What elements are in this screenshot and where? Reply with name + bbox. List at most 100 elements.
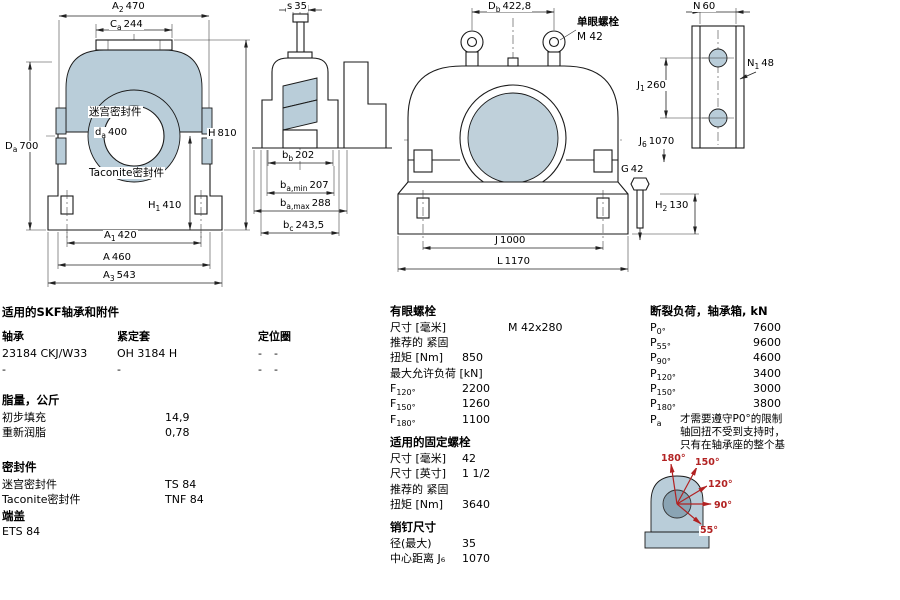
- taconite-seal-value: TNF 84: [165, 493, 204, 507]
- angle-label-150: 150°: [694, 457, 721, 468]
- dim-label-l: L 1170: [496, 256, 532, 267]
- dim-label-bc: bc 243,5: [282, 220, 326, 233]
- f150-label: F150°: [390, 397, 416, 413]
- torque-row: 扭矩 [Nm] 3640: [390, 497, 640, 512]
- bearings-table-row: 23184 CKJ/W33 OH 3184 H - -: [2, 346, 342, 362]
- p55-label: P55°: [650, 335, 671, 352]
- size-row: 尺寸 [毫米] M 42x280: [390, 320, 640, 335]
- f180-value: 1100: [462, 412, 490, 426]
- technical-drawings: [26, 5, 757, 287]
- p120-row: P120° 3400: [650, 366, 898, 382]
- load-arrow-150: [676, 466, 698, 505]
- p180-label: P180°: [650, 397, 676, 413]
- pa-footnote-line: 只有在轴承座的整个基: [680, 439, 785, 451]
- size-mm-value: M 42x280: [508, 320, 563, 334]
- bearings-section-title: 适用的SKF轴承和附件: [2, 305, 120, 319]
- attachment-bolt-head: [630, 177, 650, 191]
- grease-relube-value: 0,78: [165, 425, 190, 439]
- dim-label-bb: bb 202: [281, 150, 316, 163]
- angle-label-55: 55°: [699, 525, 719, 536]
- recommended-row: 推荐的 紧固: [390, 482, 640, 497]
- f180-label: F180°: [390, 412, 416, 429]
- dim-label-Da: Da 700: [4, 141, 40, 154]
- ring-value: -: [274, 362, 278, 376]
- pin-cc-label: 中心距离 J₆: [390, 552, 446, 566]
- dim-label-h2: H2 130: [654, 200, 690, 213]
- p120-value: 3400: [753, 366, 781, 380]
- drawing-side-section: [252, 5, 392, 236]
- cap-bolt-boss-left: [413, 149, 433, 173]
- angle-label-90: 90°: [713, 500, 733, 511]
- ring-value: -: [258, 362, 262, 376]
- grease-initial-value: 14,9: [165, 410, 190, 424]
- pa-label: Pa: [650, 412, 662, 429]
- dim-label-ba-max: ba,max 288: [279, 198, 332, 211]
- end-cover-row: ETS 84: [2, 524, 342, 539]
- max-load-row: 最大允许负荷 [kN]: [390, 366, 640, 381]
- p0-label: P0°: [650, 320, 666, 336]
- torque-row: 扭矩 [Nm] 850: [390, 350, 640, 365]
- eye-bolts-section-title: 有眼螺栓: [390, 304, 436, 318]
- ring-value: -: [258, 347, 262, 360]
- dim-label-a: A 460: [102, 252, 132, 263]
- drawing-front-section: [26, 14, 250, 287]
- f150-row: F150° 1260: [390, 396, 640, 413]
- size-inch-value: 1 1/2: [462, 467, 491, 481]
- angle-label-120: 120°: [707, 479, 734, 490]
- p55-value: 9600: [753, 335, 781, 349]
- dim-label-h1: H1 410: [147, 200, 183, 213]
- dim-label-ca: Ca 244: [109, 19, 144, 32]
- col-header-locating-ring: 定位圈: [258, 329, 291, 343]
- right-column: 断裂负荷，轴承箱, kN P0° 7600 P55° 9600 P90° 460…: [650, 302, 898, 598]
- bearing-designation: -: [2, 362, 6, 376]
- p120-label: P120°: [650, 366, 676, 382]
- p90-value: 4600: [753, 351, 781, 365]
- pa-footnote-line: 轴回扭不受到支持时，: [680, 426, 785, 438]
- grease-nipple: [507, 57, 519, 67]
- cover-side-profile: [343, 61, 387, 149]
- load-arrow-180: [669, 463, 678, 505]
- angle-label-180: 180°: [660, 453, 687, 464]
- col-header-sleeve: 紧定套: [117, 329, 150, 343]
- grease-relube-label: 重新润脂: [2, 425, 46, 439]
- torque-value: 850: [462, 351, 483, 365]
- housing-base-front: [397, 181, 629, 235]
- p180-value: 3800: [753, 397, 781, 411]
- seal-row: 迷宫密封件 TS 84: [2, 477, 342, 492]
- p90-label: P90°: [650, 351, 671, 367]
- breaking-loads-section-title: 断裂负荷，轴承箱, kN: [650, 304, 768, 318]
- dim-label-g: G 42: [620, 164, 645, 175]
- p0-value: 7600: [753, 320, 781, 334]
- torque-label: 扭矩 [Nm]: [390, 351, 444, 365]
- size-inch-row: 尺寸 [英寸] 1 1/2: [390, 466, 640, 481]
- torque-label: 扭矩 [Nm]: [390, 497, 444, 511]
- drawing-base-end-view: [660, 8, 757, 149]
- bearing-designation: 23184 CKJ/W33: [2, 347, 88, 360]
- recommended-row: 推荐的 紧固: [390, 335, 640, 350]
- dim-label-h: H 810: [207, 128, 238, 139]
- f180-row: F180° 1100: [390, 412, 640, 429]
- p0-row: P0° 7600: [650, 320, 898, 336]
- grease-initial-label: 初步填充: [2, 410, 46, 424]
- dim-label-Db: Db 422,8: [487, 1, 533, 14]
- dim-label-a1: A1 420: [103, 230, 138, 243]
- size-mm-row: 尺寸 [毫米] 42: [390, 451, 640, 466]
- pin-diameter-label: 径(最大): [390, 536, 432, 550]
- pin-cc-value: 1070: [462, 552, 490, 566]
- p55-row: P55° 9600: [650, 335, 898, 352]
- recommended-tightening-label: 推荐的 紧固: [390, 335, 449, 349]
- pin-diameter-row: 径(最大) 35: [390, 536, 640, 551]
- size-mm-label: 尺寸 [毫米]: [390, 451, 447, 465]
- eye-bolt-annotation-size: M 42: [576, 31, 604, 43]
- attachment-bolt-stud: [636, 189, 644, 229]
- f120-label: F120°: [390, 382, 416, 398]
- f120-value: 2200: [462, 382, 490, 396]
- dim-label-s: s 35: [286, 1, 308, 12]
- p180-row: P180° 3800: [650, 396, 898, 413]
- seals-section-title: 密封件: [2, 460, 37, 475]
- shaft-seat: [282, 129, 318, 149]
- left-seal: [55, 107, 67, 135]
- dim-label-ba-min: ba,min 207: [279, 180, 330, 193]
- eye-bolt-annotation-title: 单眼螺栓: [576, 16, 620, 28]
- seal-row: Taconite密封件 TNF 84: [2, 492, 342, 507]
